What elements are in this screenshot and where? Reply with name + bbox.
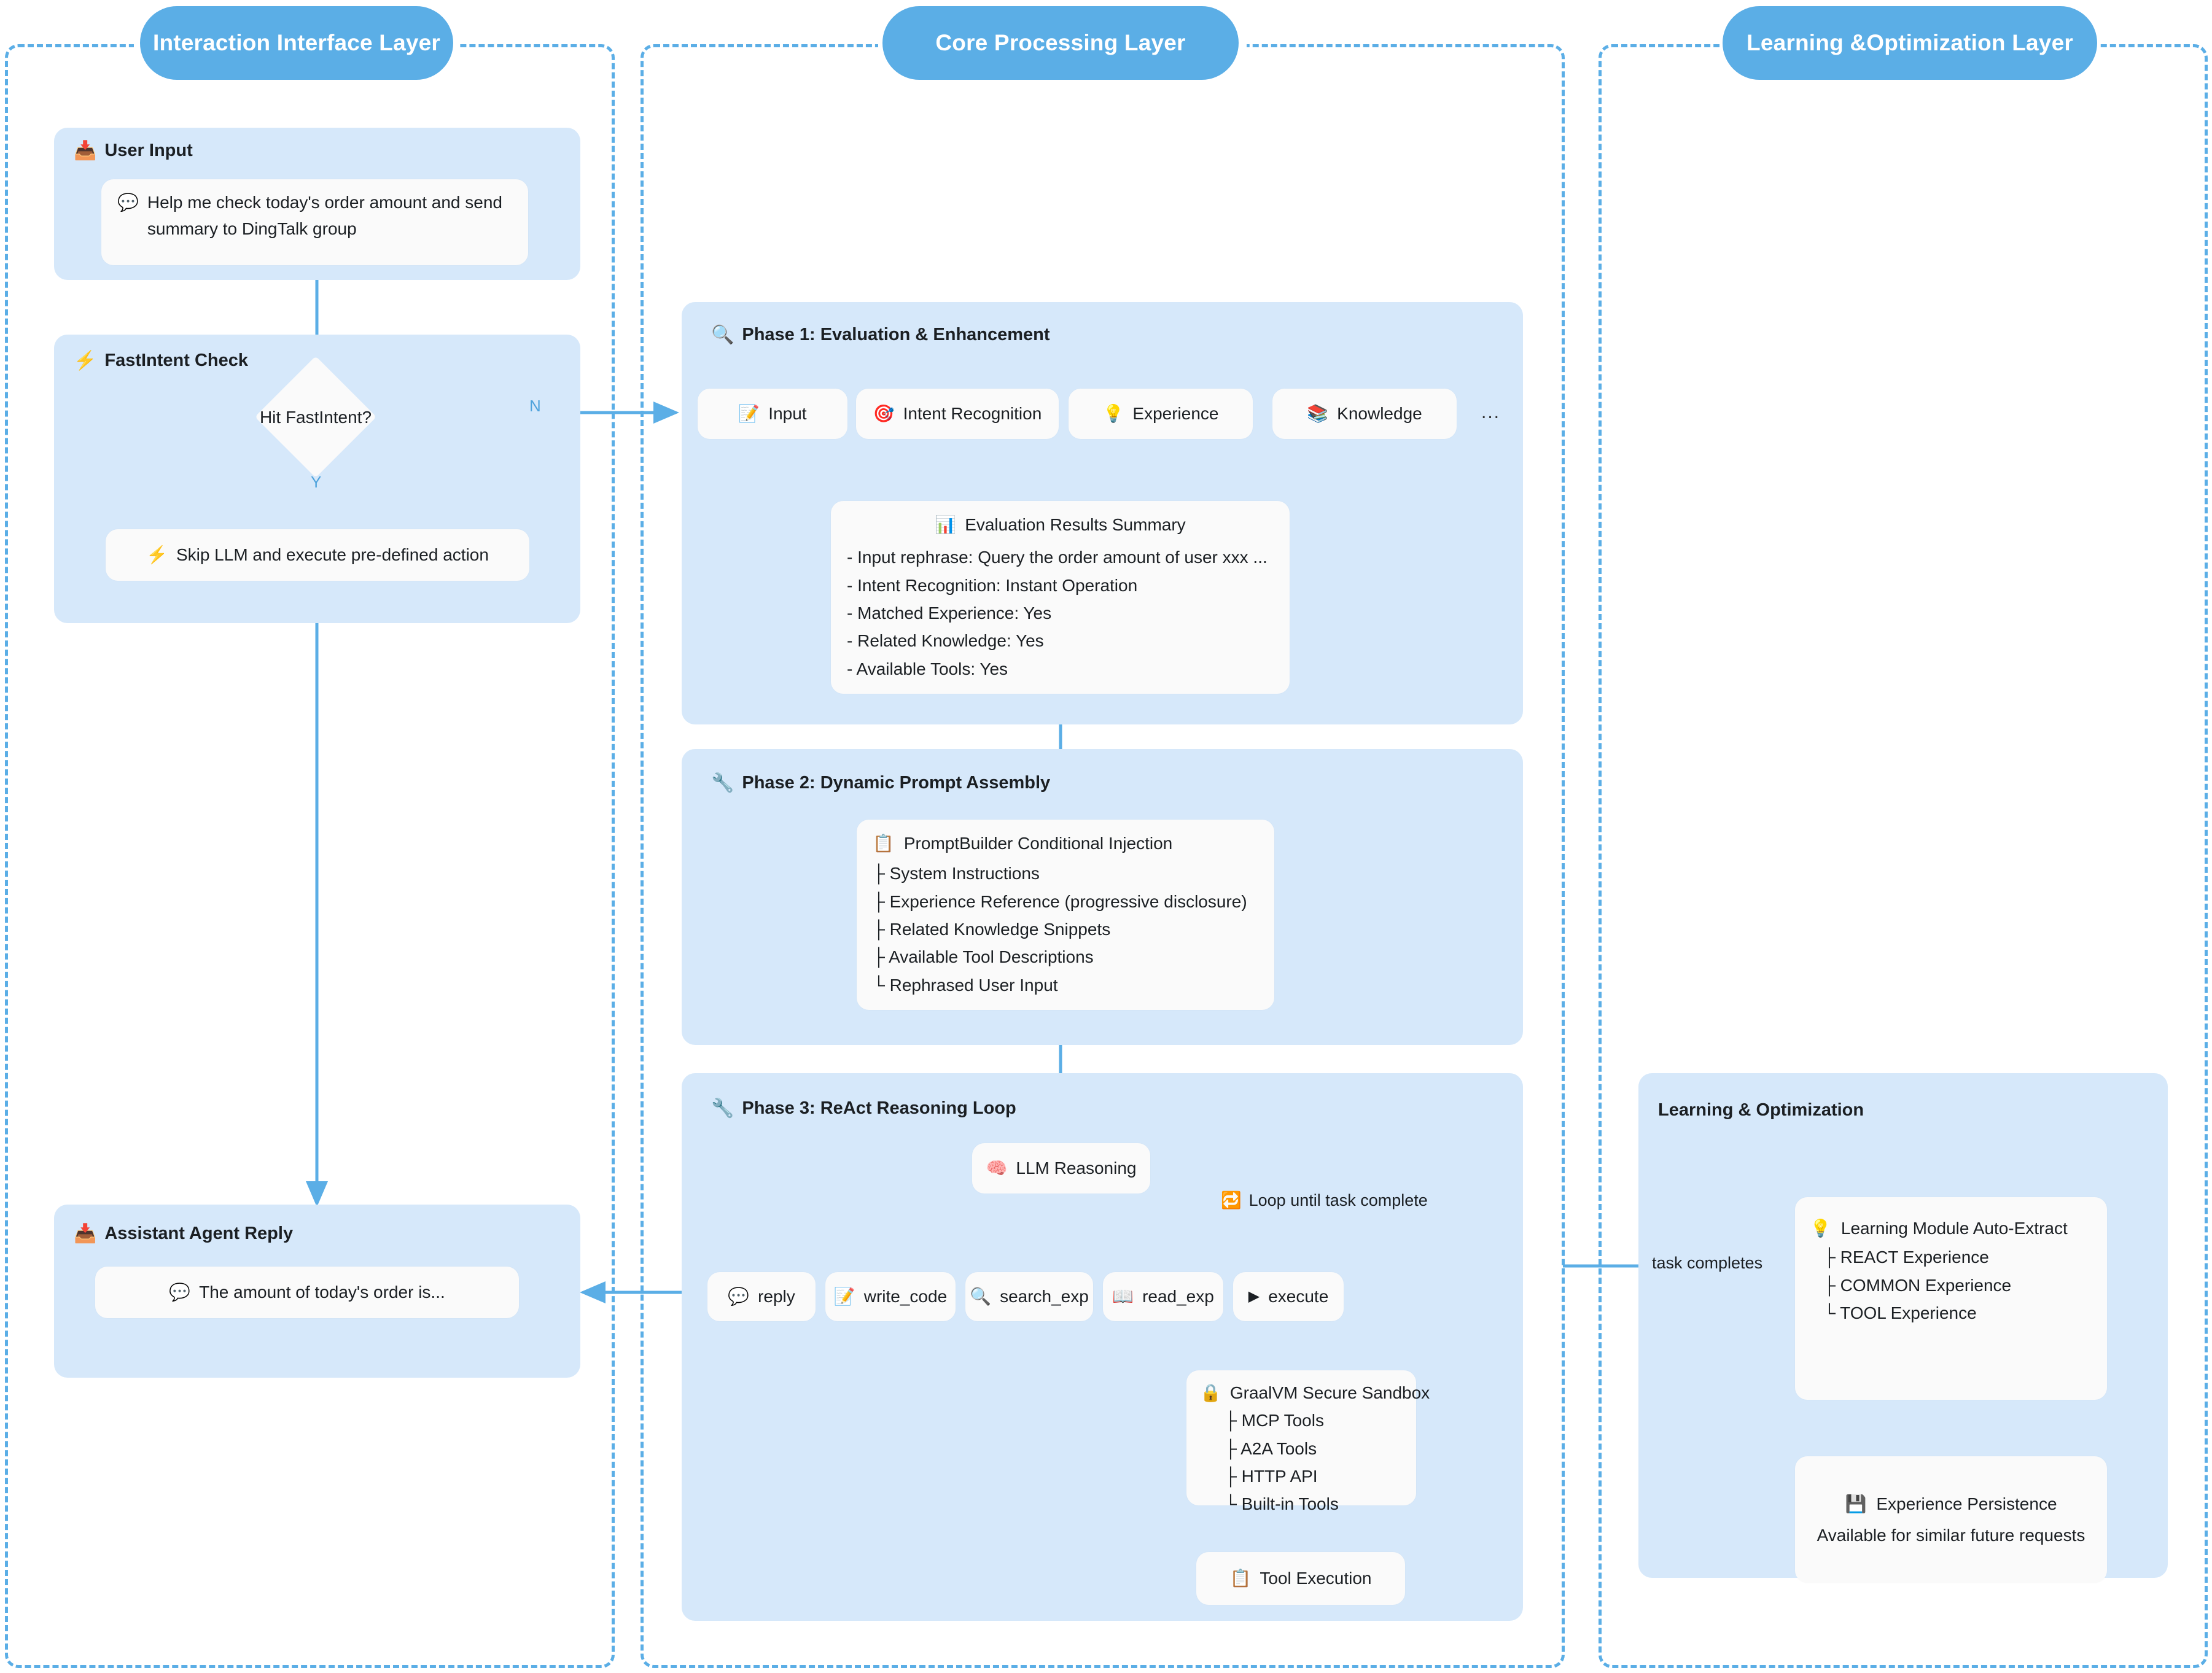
evaluation-summary-line: - Matched Experience: Yes	[847, 604, 1052, 623]
evaluation-summary-card[interactable]: 📊 Evaluation Results Summary - Input rep…	[831, 501, 1290, 694]
learning-module-line: └ TOOL Experience	[1823, 1303, 1977, 1323]
sandbox-line: └ Built-in Tools	[1225, 1494, 1339, 1514]
dart-icon: 🎯	[873, 404, 895, 424]
prompt-builder-line: └ Rephrased User Input	[873, 975, 1058, 995]
lock-icon: 🔒	[1200, 1383, 1221, 1402]
inbox-tray-icon: 📥	[74, 141, 97, 161]
books-icon: 📚	[1307, 404, 1329, 424]
lightning-icon: ⚡	[146, 545, 168, 565]
learning-panel-title: Learning & Optimization	[1658, 1100, 1864, 1120]
experience-persistence-title: Experience Persistence	[1876, 1494, 2057, 1513]
skip-llm-text: Skip LLM and execute pre-defined action	[176, 545, 489, 565]
bar-chart-icon: 📊	[935, 515, 957, 534]
floppy-disk-icon: 💾	[1845, 1494, 1867, 1513]
memo-icon: 📝	[738, 404, 760, 424]
experience-persistence-card[interactable]: 💾 Experience Persistence Available for s…	[1795, 1456, 2107, 1583]
prompt-builder-title: PromptBuilder Conditional Injection	[903, 834, 1173, 853]
tool-read-exp[interactable]: 📖 read_exp	[1103, 1272, 1223, 1321]
lightning-icon: ⚡	[74, 351, 97, 371]
layer-title-text: Learning &Optimization Layer	[1747, 30, 2073, 55]
clipboard-icon: 📋	[873, 834, 894, 853]
layer-title-core: Core Processing Layer	[882, 6, 1239, 80]
experience-persistence-subtitle: Available for similar future requests	[1817, 1526, 2085, 1545]
phase3-title: 🔧 Phase 3: ReAct Reasoning Loop	[711, 1098, 1016, 1119]
evaluation-summary-line: - Available Tools: Yes	[847, 659, 1008, 678]
prompt-builder-line: ├ Experience Reference (progressive disc…	[873, 891, 1247, 911]
phase1-node-input[interactable]: 📝 Input	[698, 389, 847, 439]
phase1-node-intent-recognition[interactable]: 🎯 Intent Recognition	[856, 389, 1059, 439]
phase2-title-text: Phase 2: Dynamic Prompt Assembly	[742, 773, 1051, 793]
phase1-node-experience[interactable]: 💡 Experience	[1069, 389, 1253, 439]
tool-write-code[interactable]: 📝 write_code	[825, 1272, 956, 1321]
layer-frame-interaction	[5, 44, 615, 1668]
loop-until-complete-label: 🔁 Loop until task complete	[1221, 1190, 1428, 1210]
tool-execution-card[interactable]: 📋 Tool Execution	[1196, 1552, 1405, 1605]
assistant-reply-title: 📥 Assistant Agent Reply	[74, 1223, 293, 1244]
task-completes-label: task completes	[1652, 1254, 1763, 1272]
phase2-title: 🔧 Phase 2: Dynamic Prompt Assembly	[711, 772, 1050, 794]
magnifying-glass-icon: 🔍	[711, 325, 734, 345]
fastintent-title: ⚡ FastIntent Check	[74, 350, 248, 371]
tool-execute[interactable]: ▶ execute	[1233, 1272, 1344, 1321]
prompt-builder-line: ├ Related Knowledge Snippets	[873, 920, 1111, 939]
magnifying-glass-icon: 🔍	[970, 1287, 992, 1306]
prompt-builder-line: ├ Available Tool Descriptions	[873, 947, 1094, 967]
speech-balloon-icon: 💬	[169, 1283, 191, 1302]
user-input-message-text: Help me check today's order amount and s…	[147, 193, 502, 239]
llm-reasoning-card[interactable]: 🧠 LLM Reasoning	[972, 1143, 1150, 1194]
open-book-icon: 📖	[1112, 1287, 1134, 1306]
evaluation-summary-line: - Related Knowledge: Yes	[847, 631, 1044, 651]
user-input-title-text: User Input	[104, 141, 193, 160]
evaluation-summary-line: - Intent Recognition: Instant Operation	[847, 575, 1138, 595]
learning-module-card[interactable]: 💡 Learning Module Auto-Extract ├ REACT E…	[1795, 1197, 2107, 1400]
phase1-title-text: Phase 1: Evaluation & Enhancement	[742, 325, 1050, 344]
memo-icon: 📝	[833, 1287, 855, 1306]
user-input-title: 📥 User Input	[74, 140, 193, 161]
evaluation-summary-title: Evaluation Results Summary	[965, 515, 1186, 534]
light-bulb-icon: 💡	[1102, 404, 1124, 424]
light-bulb-icon: 💡	[1810, 1219, 1831, 1238]
branch-label-yes: Y	[311, 473, 322, 491]
layer-title-learning: Learning &Optimization Layer	[1723, 6, 2097, 80]
wrench-icon: 🔧	[711, 773, 734, 793]
phase3-title-text: Phase 3: ReAct Reasoning Loop	[742, 1098, 1016, 1118]
prompt-builder-card[interactable]: 📋 PromptBuilder Conditional Injection ├ …	[857, 820, 1274, 1010]
phase1-more-ellipsis: ...	[1481, 402, 1501, 422]
tool-reply[interactable]: 💬 reply	[707, 1272, 816, 1321]
speech-balloon-icon: 💬	[728, 1287, 750, 1306]
wrench-icon: 🔧	[711, 1098, 734, 1119]
assistant-reply-message-card[interactable]: 💬 The amount of today's order is...	[95, 1267, 519, 1318]
sandbox-line: ├ A2A Tools	[1225, 1438, 1317, 1458]
layer-title-text: Core Processing Layer	[935, 30, 1186, 55]
user-input-message-card[interactable]: 💬 Help me check today's order amount and…	[101, 179, 528, 265]
evaluation-summary-line: - Input rephrase: Query the order amount…	[847, 548, 1268, 567]
layer-title-interaction: Interaction Interface Layer	[140, 6, 453, 80]
graalvm-sandbox-card[interactable]: 🔒 GraalVM Secure Sandbox ├ MCP Tools ├ A…	[1186, 1370, 1430, 1513]
prompt-builder-line: ├ System Instructions	[873, 864, 1040, 883]
learning-module-title: Learning Module Auto-Extract	[1840, 1219, 2068, 1238]
assistant-reply-message-text: The amount of today's order is...	[199, 1283, 445, 1302]
speech-balloon-icon: 💬	[117, 193, 139, 212]
layer-title-text: Interaction Interface Layer	[152, 30, 441, 55]
branch-label-no: N	[529, 397, 541, 415]
skip-llm-card[interactable]: ⚡ Skip LLM and execute pre-defined actio…	[106, 529, 529, 581]
clipboard-icon: 📋	[1229, 1569, 1252, 1588]
phase1-title: 🔍 Phase 1: Evaluation & Enhancement	[711, 324, 1050, 346]
tool-search-exp[interactable]: 🔍 search_exp	[965, 1272, 1093, 1321]
inbox-tray-icon: 📥	[74, 1224, 97, 1244]
play-icon: ▶	[1248, 1287, 1260, 1305]
phase1-node-knowledge[interactable]: 📚 Knowledge	[1272, 389, 1457, 439]
repeat-icon: 🔁	[1221, 1191, 1242, 1209]
graalvm-sandbox-title: GraalVM Secure Sandbox	[1229, 1383, 1430, 1402]
learning-module-line: ├ COMMON Experience	[1823, 1275, 2012, 1295]
fastintent-decision-label: Hit FastIntent?	[259, 408, 372, 427]
sandbox-line: ├ MCP Tools	[1225, 1411, 1324, 1430]
learning-module-line: ├ REACT Experience	[1823, 1248, 1989, 1267]
fastintent-title-text: FastIntent Check	[104, 351, 249, 370]
assistant-reply-title-text: Assistant Agent Reply	[104, 1224, 294, 1243]
brain-icon: 🧠	[986, 1159, 1008, 1178]
sandbox-line: ├ HTTP API	[1225, 1467, 1318, 1486]
